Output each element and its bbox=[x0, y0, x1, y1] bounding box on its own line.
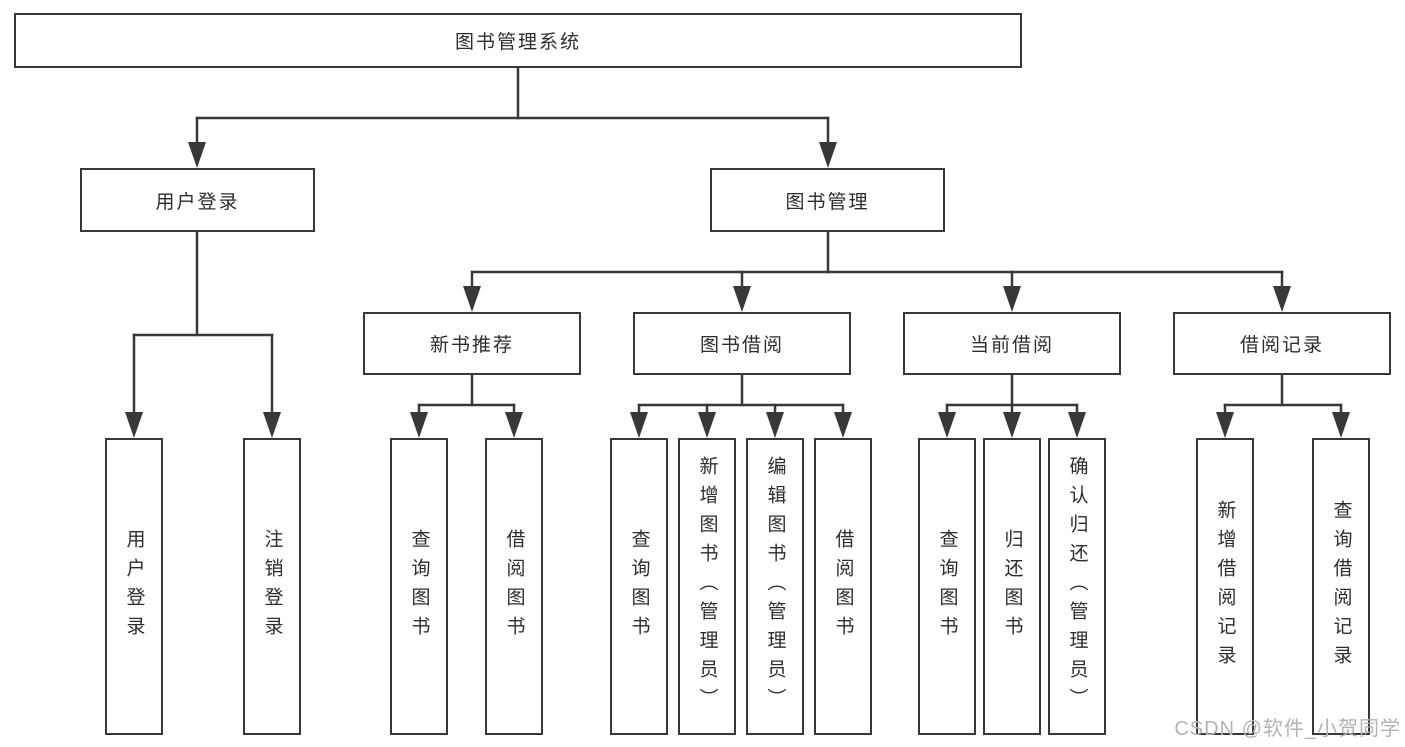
node-new-book-recommend-label: 新书推荐 bbox=[429, 335, 514, 356]
leaf-add-books-admin: 新增图书（管理员） bbox=[678, 438, 736, 735]
connector-book-management bbox=[463, 230, 1291, 312]
leaf-borrow-books-recommend-label: 借阅图书 bbox=[503, 528, 525, 645]
leaf-query-books-current: 查询图书 bbox=[918, 438, 976, 735]
leaf-borrow-books-recommend: 借阅图书 bbox=[485, 438, 543, 735]
leaf-borrow-books-label: 借阅图书 bbox=[832, 528, 854, 645]
leaf-confirm-return-admin-label: 确认归还（管理员） bbox=[1066, 456, 1088, 717]
leaf-add-borrow-record: 新增借阅记录 bbox=[1196, 438, 1254, 735]
csdn-watermark: CSDN @软件_小贺同学 bbox=[1174, 718, 1401, 740]
leaf-query-books-recommend: 查询图书 bbox=[390, 438, 448, 735]
node-user-login-label: 用户登录 bbox=[155, 191, 240, 213]
leaf-logout-label: 注销登录 bbox=[261, 528, 283, 645]
leaf-confirm-return-admin: 确认归还（管理员） bbox=[1048, 438, 1106, 735]
leaf-logout: 注销登录 bbox=[243, 438, 301, 735]
connector-current-borrow bbox=[938, 373, 1086, 438]
node-new-book-recommend: 新书推荐 bbox=[363, 312, 581, 375]
connector-root bbox=[188, 66, 837, 168]
leaf-query-borrow-record: 查询借阅记录 bbox=[1312, 438, 1370, 735]
leaf-user-login-label: 用户登录 bbox=[123, 528, 145, 645]
connector-borrow-records bbox=[1216, 373, 1350, 438]
leaf-query-books-recommend-label: 查询图书 bbox=[408, 528, 430, 645]
leaf-return-books: 归还图书 bbox=[983, 438, 1041, 735]
node-borrow-records: 借阅记录 bbox=[1173, 312, 1391, 375]
node-root: 图书管理系统 bbox=[14, 13, 1022, 68]
node-book-management: 图书管理 bbox=[710, 168, 945, 232]
leaf-add-borrow-record-label: 新增借阅记录 bbox=[1214, 499, 1236, 674]
leaf-user-login: 用户登录 bbox=[105, 438, 163, 735]
node-borrow-records-label: 借阅记录 bbox=[1239, 335, 1324, 356]
leaf-query-borrow-record-label: 查询借阅记录 bbox=[1330, 499, 1352, 674]
node-current-borrow: 当前借阅 bbox=[903, 312, 1121, 375]
node-book-management-label: 图书管理 bbox=[785, 191, 870, 213]
leaf-return-books-label: 归还图书 bbox=[1001, 528, 1023, 645]
node-root-label: 图书管理系统 bbox=[454, 32, 581, 53]
node-book-borrow-label: 图书借阅 bbox=[699, 335, 784, 356]
node-book-borrow: 图书借阅 bbox=[633, 312, 851, 375]
connector-book-borrow bbox=[630, 373, 852, 438]
leaf-add-books-admin-label: 新增图书（管理员） bbox=[696, 456, 718, 717]
node-current-borrow-label: 当前借阅 bbox=[969, 335, 1054, 356]
leaf-borrow-books: 借阅图书 bbox=[814, 438, 872, 735]
leaf-query-books-current-label: 查询图书 bbox=[936, 528, 958, 645]
leaf-edit-books-admin: 编辑图书（管理员） bbox=[746, 438, 804, 735]
leaf-edit-books-admin-label: 编辑图书（管理员） bbox=[764, 456, 786, 717]
connector-user-login bbox=[125, 230, 281, 438]
connector-new-book-recommend bbox=[410, 373, 523, 438]
leaf-query-books-borrow-label: 查询图书 bbox=[628, 528, 650, 645]
node-user-login: 用户登录 bbox=[80, 168, 315, 232]
leaf-query-books-borrow: 查询图书 bbox=[610, 438, 668, 735]
